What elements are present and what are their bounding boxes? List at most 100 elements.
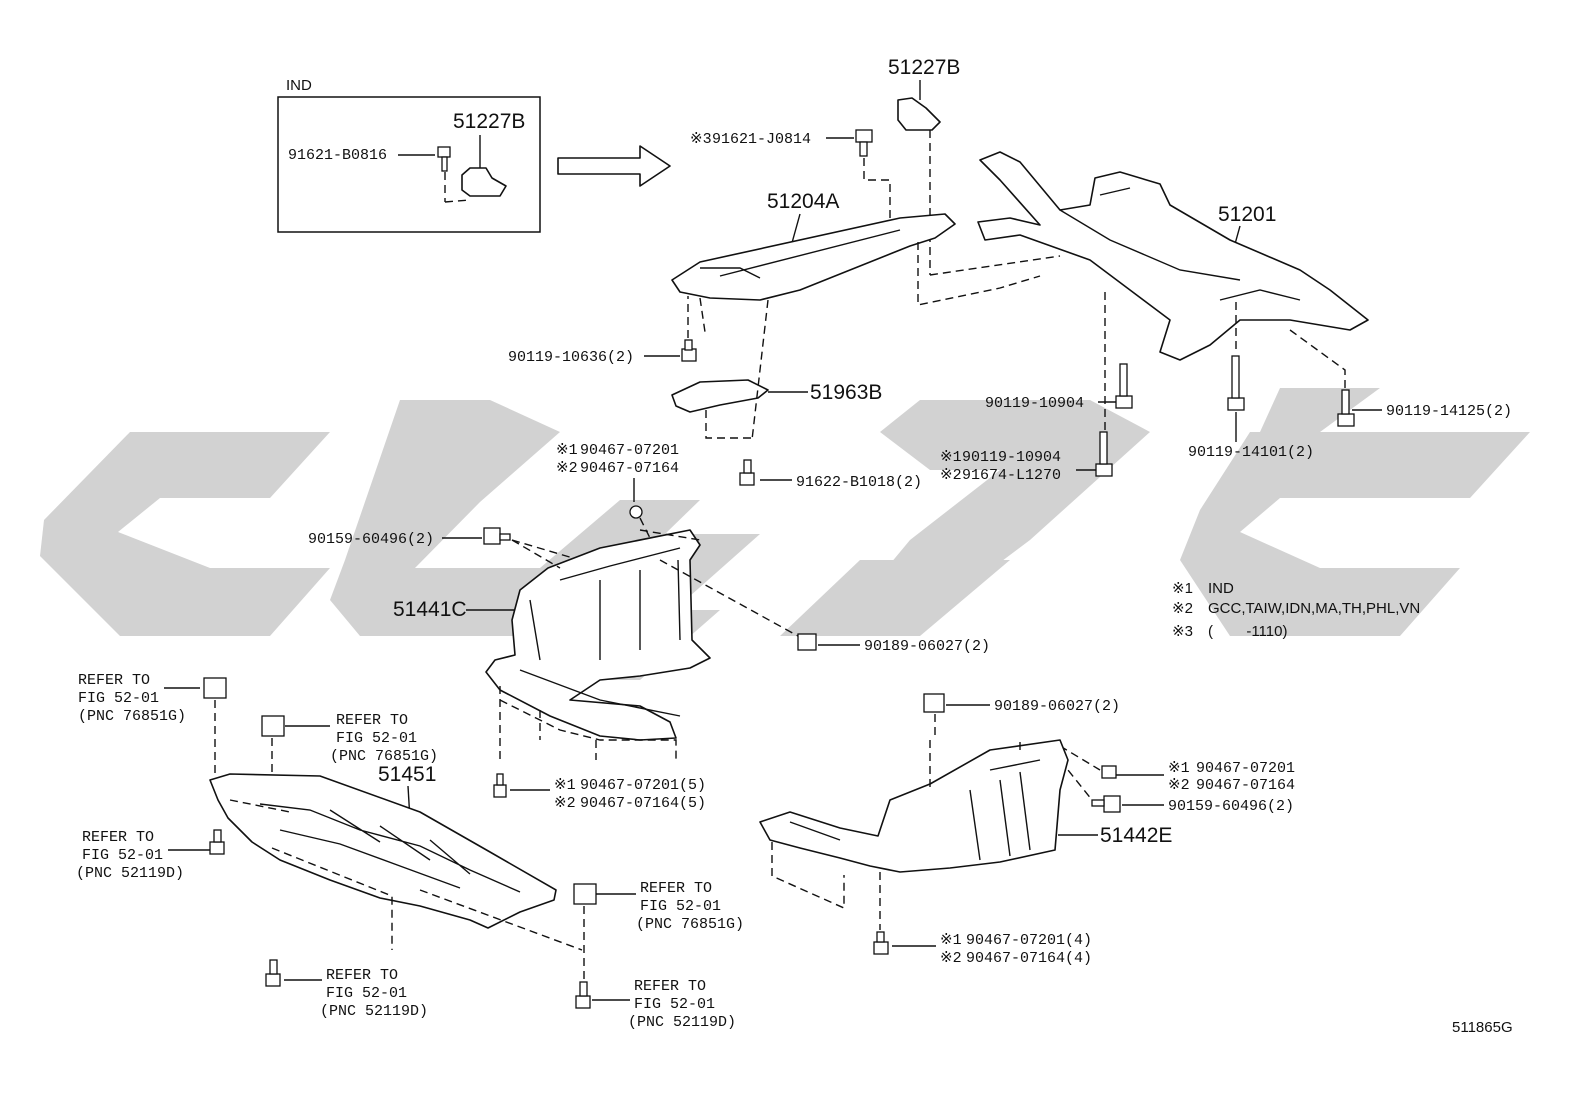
bolt-top-icon (855, 129, 873, 143)
bolt-top-mark: ※3 (690, 131, 712, 148)
clip-d-icon (873, 941, 889, 955)
bolt-cm-b-mark2: ※2 (940, 467, 962, 484)
screw-b-icon (1103, 795, 1121, 813)
svg-text:(PNC 52119D): (PNC 52119D) (76, 865, 184, 882)
clip-ref1-icon (203, 677, 227, 699)
clip-b-mark2: ※2 (554, 795, 576, 812)
svg-text:※2: ※2 (1172, 600, 1193, 617)
svg-text:(PNC 52119D): (PNC 52119D) (628, 1014, 736, 1031)
clip-b-mark1: ※1 (554, 777, 576, 794)
clip-a-mark2: ※2 (556, 460, 578, 477)
svg-text:( -1110): ( -1110) (1208, 623, 1287, 640)
svg-text:REFER TO: REFER TO (82, 829, 154, 846)
inset-title: IND (286, 77, 312, 94)
bolt-brace-icon (681, 348, 697, 362)
clip-c1-label: 90467-07201 (1196, 760, 1295, 777)
screw-b-label: 90159-60496(2) (1168, 798, 1294, 815)
nut-b-icon (923, 693, 945, 713)
ref-block-5: REFER TO FIG 52-01 (PNC 52119D) (320, 967, 428, 1020)
svg-text:(PNC 52119D): (PNC 52119D) (320, 1003, 428, 1020)
bolt-ref3-icon (209, 841, 225, 855)
clip-a-icon (629, 505, 643, 519)
bolt-cm-b-mark1: ※1 (940, 449, 962, 466)
inset-bolt-label: 91621-B0816 (288, 147, 387, 164)
clip-c-icon (1101, 765, 1117, 779)
bolt-cm-d-label: 90119-14125(2) (1386, 403, 1512, 420)
svg-text:※3: ※3 (1172, 623, 1193, 640)
svg-text:GCC,TAIW,IDN,MA,TH,PHL,VN: GCC,TAIW,IDN,MA,TH,PHL,VN (1208, 600, 1420, 617)
svg-text:FIG 52-01: FIG 52-01 (634, 996, 715, 1013)
svg-text:IND: IND (1208, 580, 1234, 597)
bolt-plate-icon (739, 472, 755, 486)
svg-text:FIG 52-01: FIG 52-01 (640, 898, 721, 915)
bolt-cm-b-icon (1095, 463, 1113, 477)
figure-id: 511865G (1452, 1019, 1513, 1036)
clip-d-mark1: ※1 (940, 932, 962, 949)
clip-a1-label: 90467-07201 (580, 442, 679, 459)
bolt-brace-label: 90119-10636(2) (508, 349, 634, 366)
bolt-top-label: 91621-J0814 (712, 131, 811, 148)
watermark (40, 388, 1530, 680)
inset-bracket-icon (461, 167, 507, 197)
legend: ※1 IND ※2 GCC,TAIW,IDN,MA,TH,PHL,VN ※3 (… (1172, 580, 1420, 640)
svg-text:(PNC 76851G): (PNC 76851G) (636, 916, 744, 933)
svg-text:REFER TO: REFER TO (326, 967, 398, 984)
bolt-ref5-icon (265, 973, 281, 987)
inset-box: IND 91621-B0816 51227B (277, 77, 541, 233)
svg-text:FIG 52-01: FIG 52-01 (78, 690, 159, 707)
clip-c2-label: 90467-07164 (1196, 777, 1295, 794)
bolt-cm-d-icon (1337, 413, 1355, 427)
svg-text:REFER TO: REFER TO (634, 978, 706, 995)
svg-text:※1: ※1 (1172, 580, 1193, 597)
brace-icon (671, 213, 956, 301)
svg-text:FIG 52-01: FIG 52-01 (82, 847, 163, 864)
nut-a-label: 90189-06027(2) (864, 638, 990, 655)
brace-label: 51204A (767, 190, 839, 213)
ref-block-3: REFER TO FIG 52-01 (PNC 52119D) (76, 829, 184, 882)
bolt-cm-c-icon (1227, 397, 1245, 411)
cover-c-icon (485, 529, 711, 741)
bolt-cm-b1-label: 90119-10904 (962, 449, 1061, 466)
crossmember-label: 51201 (1218, 203, 1276, 226)
inset-bracket-label: 51227B (453, 110, 525, 133)
svg-text:REFER TO: REFER TO (640, 880, 712, 897)
ref-block-6: REFER TO FIG 52-01 (PNC 52119D) (628, 978, 736, 1031)
ref-block-2: REFER TO FIG 52-01 (PNC 76851G) (330, 712, 438, 765)
cover-main-label: 51451 (378, 763, 436, 786)
inset-bolt-icon (437, 146, 451, 158)
clip-b2-label: 90467-07164(5) (580, 795, 706, 812)
cover-e-label: 51442E (1100, 824, 1172, 847)
bolt-cm-a-icon (1115, 395, 1133, 409)
svg-text:FIG 52-01: FIG 52-01 (336, 730, 417, 747)
crossmember-icon (977, 151, 1369, 361)
nut-a-icon (797, 633, 817, 651)
nut-b-label: 90189-06027(2) (994, 698, 1120, 715)
clip-d1-label: 90467-07201(4) (966, 932, 1092, 949)
arrow-icon (557, 145, 671, 187)
plate-label: 51963B (810, 381, 882, 404)
cover-main-icon (209, 773, 557, 929)
svg-text:REFER TO: REFER TO (78, 672, 150, 689)
clip-d2-label: 90467-07164(4) (966, 950, 1092, 967)
cover-c-label: 51441C (393, 598, 467, 621)
cover-e-icon (759, 739, 1069, 873)
bolt-ref6-icon (575, 995, 591, 1009)
bolt-cm-a-label: 90119-10904 (985, 395, 1084, 412)
bolt-plate-label: 91622-B1018(2) (796, 474, 922, 491)
clip-a2-label: 90467-07164 (580, 460, 679, 477)
clip-c-mark2: ※2 (1168, 777, 1190, 794)
ref-block-1: REFER TO FIG 52-01 (PNC 76851G) (78, 672, 186, 725)
bracket-top-icon (897, 97, 941, 131)
clip-ref4-icon (573, 883, 597, 905)
bolt-cm-c-label: 90119-14101(2) (1188, 444, 1314, 461)
clip-d-mark2: ※2 (940, 950, 962, 967)
svg-text:REFER TO: REFER TO (336, 712, 408, 729)
clip-b-icon (493, 784, 507, 798)
bolt-cm-b2-label: 91674-L1270 (962, 467, 1061, 484)
svg-text:FIG 52-01: FIG 52-01 (326, 985, 407, 1002)
bracket-top-label: 51227B (888, 56, 960, 79)
svg-text:(PNC 76851G): (PNC 76851G) (330, 748, 438, 765)
clip-a-mark1: ※1 (556, 442, 578, 459)
